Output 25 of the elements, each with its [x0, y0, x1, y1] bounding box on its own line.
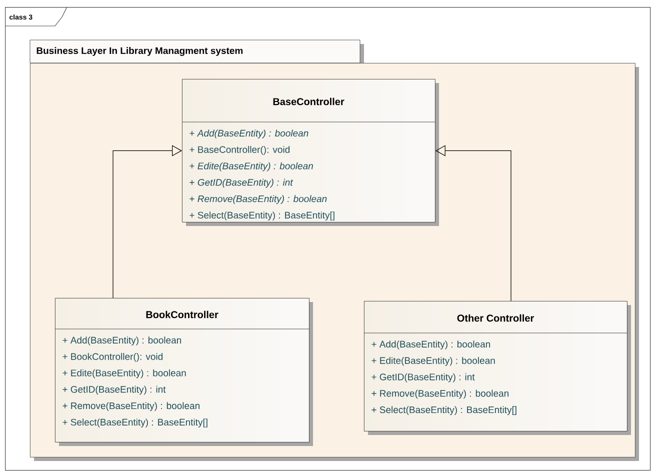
- method: + Remove(BaseEntity) : boolean: [372, 390, 508, 399]
- class-box: [54, 298, 313, 446]
- method: + Remove(BaseEntity) : boolean: [62, 402, 200, 412]
- method: + Add(BaseEntity) : boolean: [190, 130, 308, 138]
- class-name: Other Controller: [457, 314, 534, 322]
- method: + Edite(BaseEntity) : boolean: [62, 369, 186, 378]
- method: + Remove(BaseEntity) : boolean: [190, 195, 327, 204]
- method: + Add(BaseEntity) : boolean: [62, 336, 182, 346]
- method: + Edite(BaseEntity) : boolean: [372, 356, 495, 366]
- class-name: BaseController: [273, 98, 344, 106]
- package-tab: Business Layer In Library Managment system: [30, 40, 364, 64]
- method: + GetID(BaseEntity) : int: [372, 373, 475, 382]
- method: + Select(BaseEntity) : BaseEntity[]: [190, 212, 334, 220]
- method: + Add(BaseEntity) : boolean: [372, 340, 490, 350]
- method: + Edite(BaseEntity) : boolean: [190, 162, 313, 172]
- method: + BaseController(): void: [190, 146, 290, 155]
- method: + GetID(BaseEntity) : int: [62, 386, 166, 395]
- class-name: BookController: [146, 310, 218, 318]
- method: + GetID(BaseEntity) : int: [190, 178, 294, 188]
- method: + Select(BaseEntity) : BaseEntity[]: [62, 418, 208, 428]
- generalization-arrow: [172, 145, 182, 156]
- class-box: [364, 301, 631, 435]
- method: + Select(BaseEntity) : BaseEntity[]: [372, 406, 516, 416]
- class-box: [182, 79, 439, 226]
- method: + BookController(): void: [62, 352, 163, 362]
